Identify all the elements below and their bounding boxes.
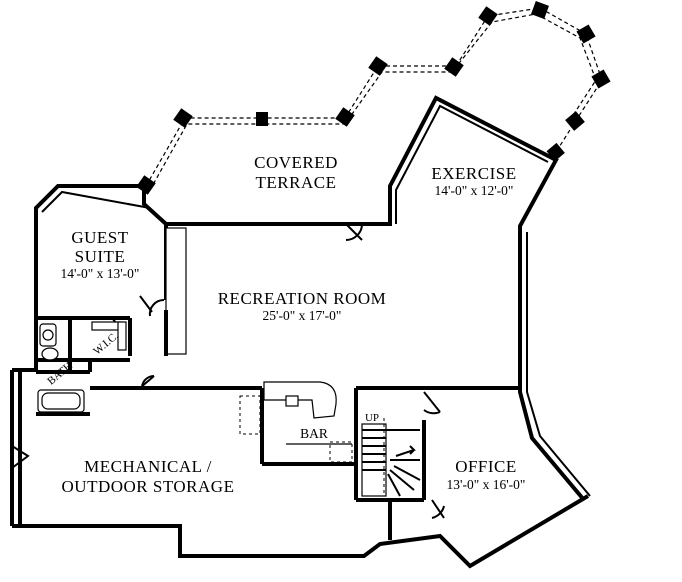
office-label: OFFICE: [455, 457, 517, 476]
staircase: [361, 418, 421, 497]
office-dims: 13'-0" x 16'-0": [447, 477, 526, 492]
covered-terrace-outline: [136, 1, 611, 195]
bath-fixtures: [37, 323, 85, 413]
bar-counter: [239, 381, 353, 463]
guest-suite-dims: 14'-0" x 13'-0": [61, 266, 140, 281]
mechanical-label-line1: MECHANICAL /: [84, 457, 212, 476]
wic-shelf: [91, 321, 127, 351]
exterior-walls: [10, 95, 591, 569]
stairs-up-label: UP: [365, 412, 379, 424]
covered-terrace-label-line1: COVERED: [254, 153, 338, 172]
exercise-dims: 14'-0" x 12'-0": [435, 183, 514, 198]
guest-suite-label-line2: SUITE: [75, 247, 126, 266]
exercise-label: EXERCISE: [431, 164, 516, 183]
covered-terrace-label-line2: TERRACE: [256, 173, 337, 192]
bar-label: BAR: [300, 426, 328, 441]
recreation-room-label: RECREATION ROOM: [218, 289, 387, 308]
guest-suite-label-line1: GUEST: [71, 228, 128, 247]
interior-walls: [36, 224, 520, 540]
recreation-room-dims: 25'-0" x 17'-0": [263, 308, 342, 323]
wic-label: W.I.C.: [91, 330, 121, 358]
mechanical-label-line2: OUTDOOR STORAGE: [62, 477, 235, 496]
